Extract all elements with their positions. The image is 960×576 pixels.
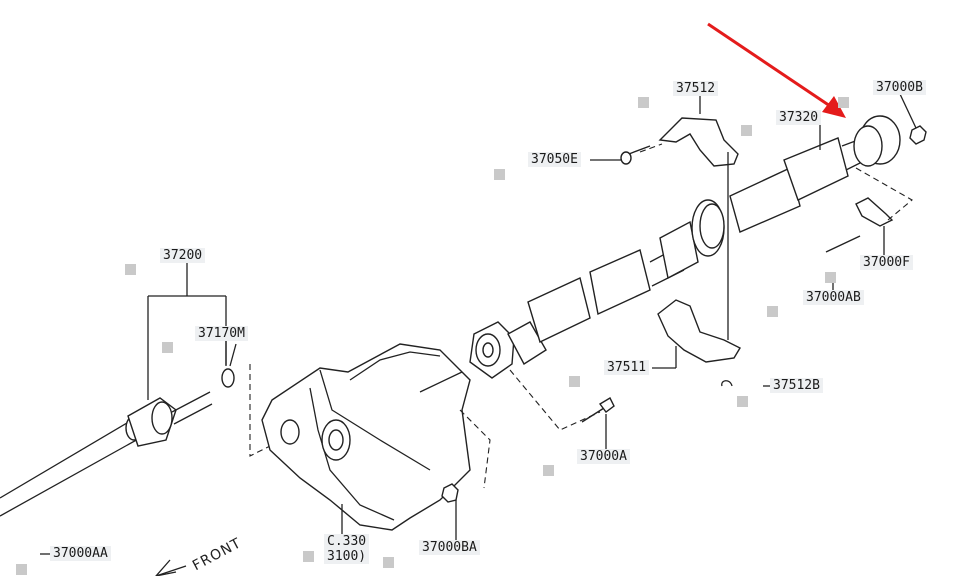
part-label-37000B: 37000B	[873, 80, 926, 95]
part-label-37170M: 37170M	[195, 326, 248, 341]
part-label-37000AA: 37000AA	[50, 546, 111, 561]
front-propeller-shaft	[0, 368, 235, 517]
part-label-37000F: 37000F	[860, 255, 913, 270]
part-label-37000A: 37000A	[577, 449, 630, 464]
marker	[638, 97, 649, 108]
section-ref-c330: C.330	[324, 534, 370, 549]
part-label-37050E: 37050E	[528, 152, 581, 167]
front-arrow	[155, 559, 187, 576]
marker	[741, 125, 752, 136]
part-label-37000BA: 37000BA	[419, 540, 480, 555]
label-leaders	[40, 93, 917, 555]
part-label-37512B: 37512B	[770, 378, 823, 393]
marker	[125, 264, 136, 275]
marker	[16, 564, 27, 575]
part-label-37320: 37320	[776, 110, 822, 125]
section-ref-3100: 3100)	[324, 549, 370, 564]
center-bearing-brackets	[657, 117, 741, 363]
dashed-leaders	[459, 143, 913, 489]
part-label-37512: 37512	[673, 81, 719, 96]
marker	[825, 272, 836, 283]
fasteners	[441, 145, 894, 503]
marker	[303, 551, 314, 562]
marker	[767, 306, 778, 317]
transfer-case	[261, 343, 471, 531]
part-label-37511: 37511	[604, 360, 650, 375]
part-label-37000AB: 37000AB	[803, 290, 864, 305]
marker	[162, 342, 173, 353]
marker	[569, 376, 580, 387]
red-callout-arrow	[707, 22, 846, 118]
marker	[494, 169, 505, 180]
marker	[838, 97, 849, 108]
marker	[737, 396, 748, 407]
part-label-37200: 37200	[160, 248, 206, 263]
marker	[543, 465, 554, 476]
marker	[383, 557, 394, 568]
rear-propeller-shaft	[469, 115, 927, 379]
